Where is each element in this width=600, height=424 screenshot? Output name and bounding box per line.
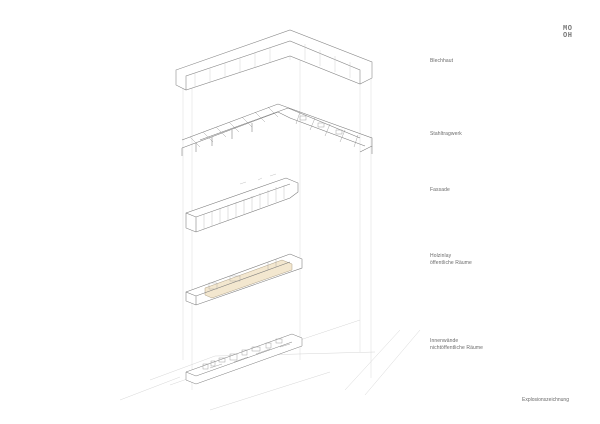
layer-label-text: Blechhaut [430, 58, 454, 64]
layer-label-innenwaende: Innenwände nichtöffentliche Räume [430, 338, 483, 352]
layer-label-subtext: nichtöffentliche Räume [430, 345, 483, 351]
brand-logo: MO OH [563, 26, 572, 40]
logo-line-1: MO [563, 25, 573, 33]
drawing-caption: Explosionszeichnung [522, 397, 569, 403]
layer-label-blechhaut: Blechhaut [430, 58, 453, 65]
layer-label-text: Innenwände [430, 338, 459, 344]
layer-label-stahltragwerk: Stahltragwerk [430, 131, 462, 138]
layer-label-text: Fassade [430, 187, 450, 193]
interior-walls-layer [185, 333, 303, 385]
roof-layer [175, 29, 373, 91]
layer-label-text: Stahltragwerk [430, 131, 462, 137]
layer-label-fassade: Fassade [430, 187, 450, 194]
wood-inlay-layer [185, 253, 303, 306]
layer-label-holzinlay: Holzinlay öffentliche Räume [430, 253, 472, 267]
steel-frame-layer [181, 103, 373, 156]
layer-label-text: Holzinlay [430, 253, 452, 259]
projection-lines [182, 33, 372, 390]
layer-label-subtext: öffentliche Räume [430, 260, 472, 266]
facade-layer [185, 173, 299, 233]
logo-line-2: OH [563, 32, 573, 40]
ground-plane [119, 319, 421, 411]
